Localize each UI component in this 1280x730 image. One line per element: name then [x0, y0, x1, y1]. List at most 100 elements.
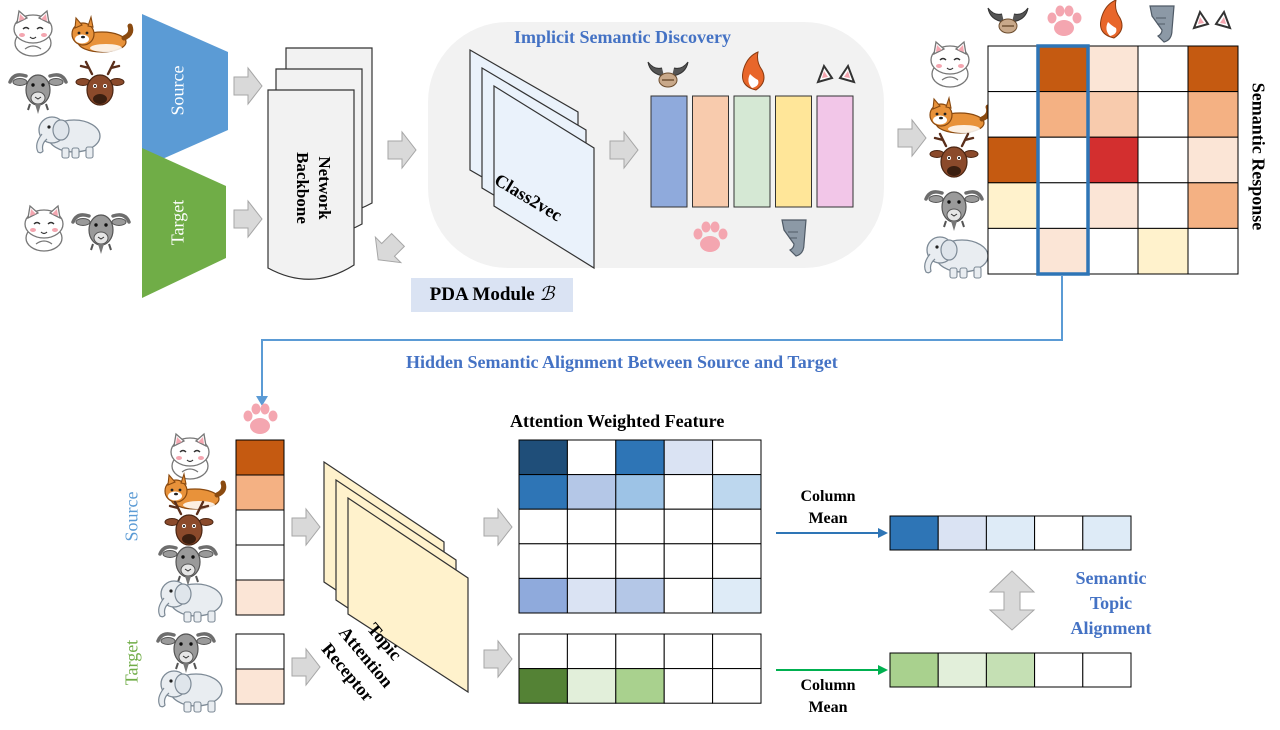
semantic-response-cell [1137, 136, 1189, 184]
mean-source-cell [937, 515, 987, 551]
attention-source-cell [518, 474, 568, 510]
semantic-response-label: Semantic Response [1248, 82, 1269, 231]
semantic-response-cell [987, 136, 1039, 184]
arrow-icon [291, 648, 321, 686]
semantic-response-cell [1037, 136, 1089, 184]
attention-source-cell [663, 543, 714, 579]
deer-icon [74, 60, 126, 107]
mean-source-cell [1082, 515, 1132, 551]
attention-source-cell [663, 508, 714, 545]
cat-icon [13, 10, 53, 57]
class2vec-bar [733, 95, 771, 208]
pda-module-text: PDA Module [429, 284, 535, 305]
attention-weighted-feature-label: Attention Weighted Feature [510, 411, 725, 431]
attention-source-cell [566, 543, 617, 579]
attention-target-cell [663, 668, 714, 704]
alignment-label: Alignment [1070, 618, 1152, 638]
deer-icon [928, 132, 980, 179]
backbone-label: Backbone [293, 152, 312, 224]
semantic-response-cell [987, 227, 1039, 275]
semantic-response-cell [1187, 227, 1239, 275]
ears-icon [1193, 11, 1231, 29]
source-response-cell [235, 474, 285, 511]
cat-icon [170, 433, 210, 480]
goat-icon [924, 190, 984, 233]
arrow-icon [387, 131, 417, 169]
attention-target-cell [663, 633, 714, 670]
attention-source-cell [663, 439, 714, 476]
attention-source-cell [712, 439, 762, 476]
attention-target-cell [518, 668, 568, 704]
class2vec-stack [469, 48, 595, 270]
arrow-icon [483, 508, 513, 546]
fox-tail-icon [1100, 0, 1123, 39]
network-backbone-label: Network Backbone [285, 143, 335, 233]
target-response-cell [235, 668, 285, 705]
mean-target-cell [937, 652, 987, 688]
mean-label: Mean [808, 510, 848, 527]
goat-icon [71, 213, 131, 256]
attention-source-cell [566, 577, 617, 614]
semantic-response-cell [1037, 45, 1089, 93]
highlight-column [1036, 44, 1090, 276]
mean-target-cell [1082, 652, 1132, 688]
pda-module-symbol: ℬ [539, 284, 555, 305]
semantic-response-cell [1037, 182, 1089, 229]
semantic-response-cell [1187, 182, 1239, 229]
arrow-icon [897, 119, 927, 157]
semantic-response-cell [1187, 136, 1239, 184]
network-backbone [267, 89, 355, 280]
semantic-response-cell [1137, 227, 1189, 275]
semantic-response-cell [987, 91, 1039, 138]
cat-icon [930, 41, 970, 88]
mean-source-cell [889, 515, 939, 551]
attention-target-cell [712, 633, 762, 670]
attention-source-cell [712, 577, 762, 614]
arrow-icon [233, 67, 263, 105]
attention-source-cell [615, 543, 665, 579]
goat-icon [156, 632, 216, 675]
attention-source-cell [663, 474, 714, 510]
semantic-response-cell [1137, 182, 1189, 229]
attention-source-cell [663, 577, 714, 614]
trunk-icon [1149, 5, 1175, 43]
semantic-response-cell [1137, 45, 1189, 93]
source-response-cell [235, 544, 285, 581]
semantic-response-cell [1187, 45, 1239, 93]
feedback-arrow-icon [374, 232, 406, 264]
paw-icon [243, 403, 278, 434]
attention-target-cell [615, 668, 665, 704]
attention-source-cell [566, 439, 617, 476]
semantic-topic-alignment-label: Semantic Topic Alignment [1056, 566, 1166, 641]
attention-source-cell [712, 543, 762, 579]
attention-target-cell [566, 633, 617, 670]
topic-word-label: Topic [1089, 593, 1133, 613]
semantic-response-cell [1087, 136, 1139, 184]
attention-source-cell [566, 508, 617, 545]
attention-source-cell [615, 439, 665, 476]
target-response-cell [235, 633, 285, 670]
semantic-response-cell [987, 182, 1039, 229]
elephant-icon [924, 236, 989, 279]
pda-module-label: PDA Module ℬ [411, 278, 573, 312]
implicit-semantic-discovery-label: Implicit Semantic Discovery [514, 27, 731, 47]
mean-target-cell [1034, 652, 1084, 688]
mean-target-cell [889, 652, 939, 688]
hidden-semantic-alignment-label: Hidden Semantic Alignment Between Source… [406, 352, 838, 372]
source-side-label: Source [121, 491, 142, 542]
target-side-label: Target [121, 639, 142, 686]
attention-target-cell [615, 633, 665, 670]
source-response-cell [235, 509, 285, 546]
source-response-cell [235, 439, 285, 476]
semantic-response-cell [987, 45, 1039, 93]
class2vec-bar [816, 95, 854, 208]
semantic-topic-double-arrow [988, 570, 1036, 631]
goat-icon [8, 73, 68, 116]
attention-source-cell [615, 577, 665, 614]
dog-icon [930, 98, 989, 133]
column-label: Column [800, 677, 856, 694]
attention-source-cell [615, 474, 665, 510]
mean-target-cell [985, 652, 1036, 688]
semantic-response-cell [1087, 227, 1139, 275]
